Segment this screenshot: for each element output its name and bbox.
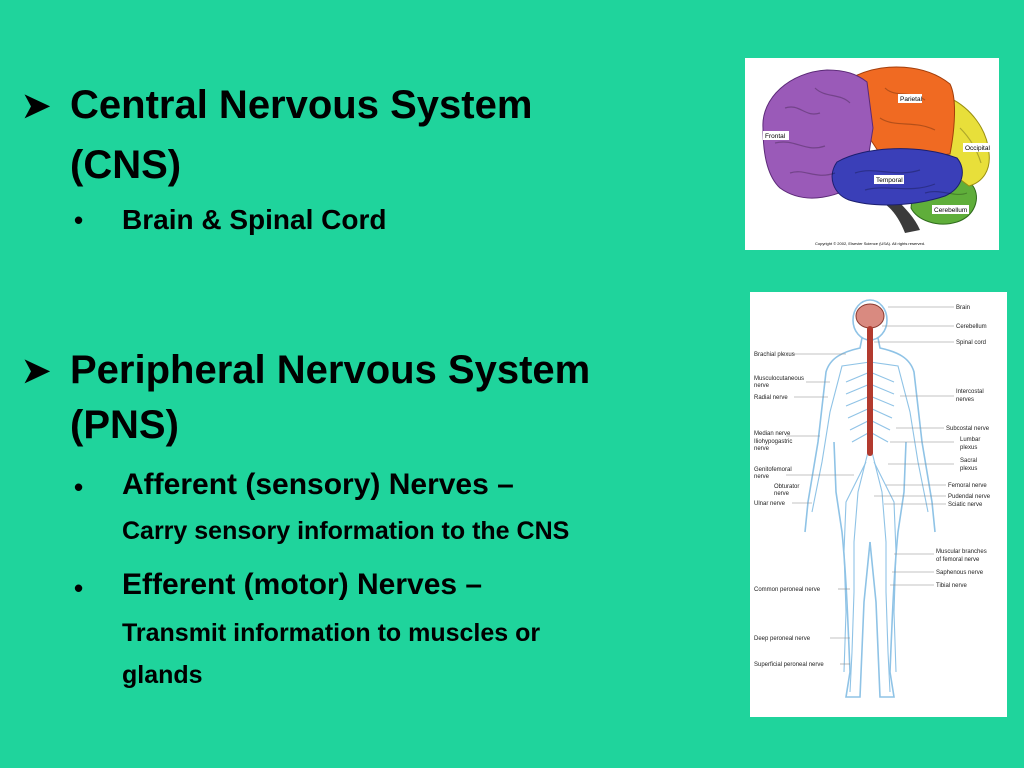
cns-arrow-bullet-icon: ➤ (22, 87, 51, 125)
brain-lobes-illustration: Frontal Parietal Occipital Temporal Cere… (762, 66, 993, 246)
cns-heading-line2: (CNS) (70, 143, 182, 187)
efferent-description-line1: Transmit information to muscles or (122, 619, 541, 647)
label-musculo-1: Musculocutaneous (754, 376, 804, 382)
afferent-bullet-dot-icon: • (74, 472, 84, 502)
label-median: Median nerve (754, 431, 791, 437)
label-saphenous: Saphenous nerve (936, 570, 984, 576)
label-superficial-peroneal: Superficial peroneal nerve (754, 662, 824, 668)
cns-bullet-text: Brain & Spinal Cord (122, 204, 387, 235)
label-obturator-1: Obturator (774, 484, 799, 490)
label-ilio-1: Iliohypogastric (754, 439, 792, 445)
brain-stem (885, 198, 920, 233)
label-frontal: Frontal (765, 133, 786, 140)
label-cerebellum-body: Cerebellum (956, 324, 987, 330)
label-brachial: Brachial plexus (754, 352, 795, 358)
label-ilio-2: nerve (754, 446, 770, 452)
label-muscular-1: Muscular branches (936, 549, 987, 555)
body-nerves-illustration: Brain Cerebellum Spinal cord Intercostal… (754, 299, 991, 698)
label-sacral-1: Sacral (960, 458, 977, 464)
label-lumbar-1: Lumbar (960, 437, 980, 443)
label-spinal-cord: Spinal cord (956, 340, 986, 346)
label-muscular-2: of femoral nerve (936, 557, 980, 563)
label-intercostal-1: Intercostal (956, 389, 984, 395)
brain-copyright: Copyright © 2002, Elsevier Science (USA)… (815, 241, 925, 246)
label-common-peroneal: Common peroneal nerve (754, 587, 821, 593)
cns-heading-line1: Central Nervous System (70, 83, 533, 127)
brain-lobes-figure: Frontal Parietal Occipital Temporal Cere… (745, 58, 999, 250)
label-obturator-2: nerve (774, 491, 790, 497)
label-cerebellum: Cerebellum (934, 207, 967, 214)
efferent-description-line2: glands (122, 661, 203, 689)
label-lumbar-2: plexus (960, 445, 977, 451)
label-sciatic: Sciatic nerve (948, 502, 983, 508)
label-musculo-2: nerve (754, 383, 770, 389)
label-genito-1: Genitofemoral (754, 467, 792, 473)
label-deep-peroneal: Deep peroneal nerve (754, 636, 811, 642)
label-sacral-2: plexus (960, 466, 977, 472)
efferent-bullet-dot-icon: • (74, 573, 84, 603)
pns-heading-line1: Peripheral Nervous System (70, 348, 591, 392)
label-temporal: Temporal (876, 177, 903, 184)
body-outline (804, 299, 936, 698)
cns-bullet-dot-icon: • (74, 205, 84, 235)
brain-shape (855, 303, 885, 329)
label-parietal: Parietal (900, 96, 923, 103)
afferent-description: Carry sensory information to the CNS (122, 517, 570, 545)
label-intercostal-2: nerves (956, 397, 974, 403)
label-radial: Radial nerve (754, 395, 788, 401)
label-subcostal: Subcostal nerve (946, 426, 990, 432)
pns-arrow-bullet-icon: ➤ (22, 352, 51, 390)
label-brain: Brain (956, 305, 970, 311)
efferent-title: Efferent (motor) Nerves – (122, 568, 483, 601)
pns-heading-line2: (PNS) (70, 403, 179, 447)
label-ulnar: Ulnar nerve (754, 501, 786, 507)
label-femoral: Femoral nerve (948, 483, 987, 489)
label-occipital: Occipital (965, 145, 990, 152)
body-nervous-system-figure: Brain Cerebellum Spinal cord Intercostal… (750, 292, 1007, 717)
peripheral-nerves (811, 361, 929, 693)
afferent-title: Afferent (sensory) Nerves – (122, 468, 514, 501)
label-tibial: Tibial nerve (936, 583, 967, 589)
label-genito-2: nerve (754, 474, 770, 480)
spinal-cord-shape (867, 326, 873, 456)
label-pudendal: Pudendal nerve (948, 494, 991, 500)
